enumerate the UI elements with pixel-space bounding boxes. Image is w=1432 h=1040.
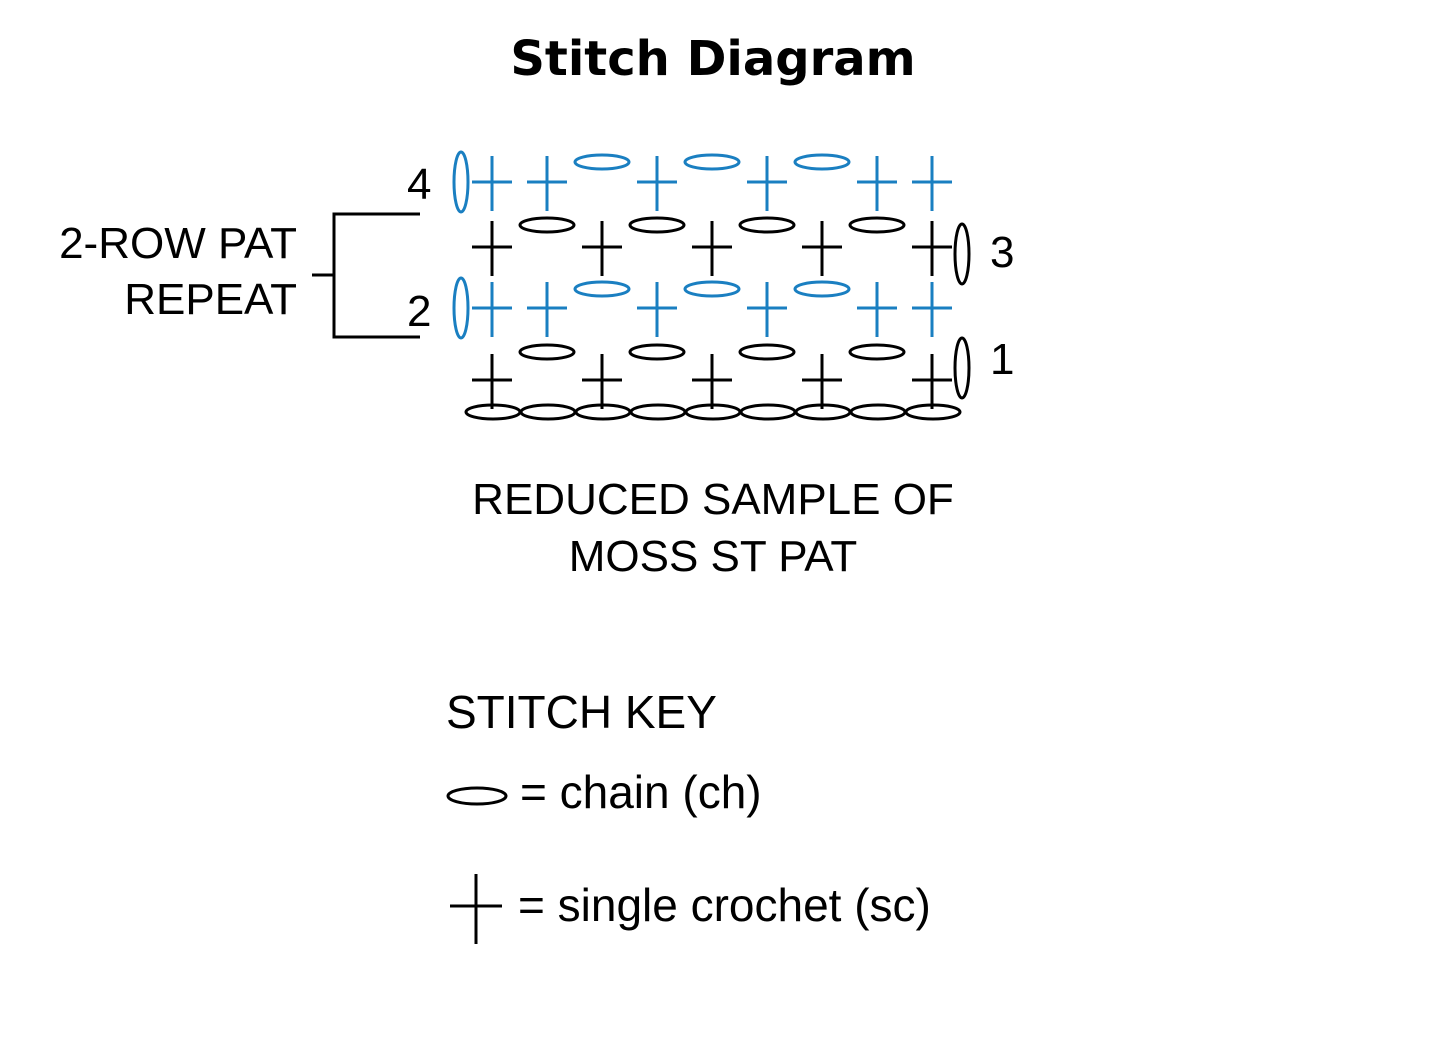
row-2-single-crochet	[912, 282, 952, 337]
row-1-single-crochet	[912, 354, 952, 409]
row-4-single-crochet	[472, 156, 512, 211]
row-2-chain-stitch	[683, 280, 741, 298]
row-1-chain-stitch	[848, 343, 906, 361]
row-number-3: 3	[990, 228, 1014, 277]
row-2-chain-stitch	[573, 280, 631, 298]
row-3-turning-chain	[953, 222, 971, 286]
stitch-key-heading: STITCH KEY	[446, 686, 717, 738]
row-3-single-crochet	[472, 221, 512, 276]
row-number-4: 4	[407, 160, 431, 209]
row-3-chain-stitch	[628, 216, 686, 234]
repeat-label-line2: REPEAT	[124, 275, 297, 324]
foundation-chain-stitch	[739, 403, 797, 421]
stitch-chart	[452, 150, 971, 421]
chain-symbol-icon	[446, 786, 508, 806]
repeat-bracket	[312, 212, 420, 339]
row-2-single-crochet	[637, 282, 677, 337]
row-4-chain-stitch	[793, 153, 851, 171]
row-4-turning-chain	[452, 150, 470, 214]
foundation-chain-stitch	[849, 403, 907, 421]
caption-line1: REDUCED SAMPLE OF	[472, 475, 954, 524]
row-4-single-crochet	[747, 156, 787, 211]
row-4-single-crochet	[857, 156, 897, 211]
row-4-single-crochet	[527, 156, 567, 211]
row-2-single-crochet	[472, 282, 512, 337]
row-1-chain-stitch	[628, 343, 686, 361]
row-1-single-crochet	[692, 354, 732, 409]
row-2-chain-stitch	[793, 280, 851, 298]
row-1-chain-stitch	[738, 343, 796, 361]
row-3-chain-stitch	[738, 216, 796, 234]
foundation-chain-stitch	[519, 403, 577, 421]
row-3-single-crochet	[692, 221, 732, 276]
row-number-2: 2	[407, 287, 431, 336]
foundation-chain-stitch	[629, 403, 687, 421]
chain-key-label: = chain (ch)	[520, 766, 762, 818]
row-3-single-crochet	[582, 221, 622, 276]
repeat-label-line1: 2-ROW PAT	[59, 219, 297, 268]
diagram-title: Stitch Diagram	[510, 31, 915, 87]
row-1-turning-chain	[953, 336, 971, 400]
row-3-chain-stitch	[848, 216, 906, 234]
row-4-single-crochet	[637, 156, 677, 211]
row-4-chain-stitch	[573, 153, 631, 171]
row-3-single-crochet	[912, 221, 952, 276]
row-4-single-crochet	[912, 156, 952, 211]
row-2-single-crochet	[747, 282, 787, 337]
row-2-turning-chain	[452, 276, 470, 340]
row-1-single-crochet	[582, 354, 622, 409]
row-1-chain-stitch	[518, 343, 576, 361]
row-1-single-crochet	[802, 354, 842, 409]
caption-line2: MOSS ST PAT	[569, 532, 858, 581]
row-3-chain-stitch	[518, 216, 576, 234]
row-3-single-crochet	[802, 221, 842, 276]
row-1-single-crochet	[472, 354, 512, 409]
row-number-1: 1	[990, 335, 1014, 384]
single-crochet-symbol-icon	[450, 874, 502, 944]
row-2-single-crochet	[527, 282, 567, 337]
single-crochet-key-label: = single crochet (sc)	[518, 879, 931, 931]
row-4-chain-stitch	[683, 153, 741, 171]
row-2-single-crochet	[857, 282, 897, 337]
